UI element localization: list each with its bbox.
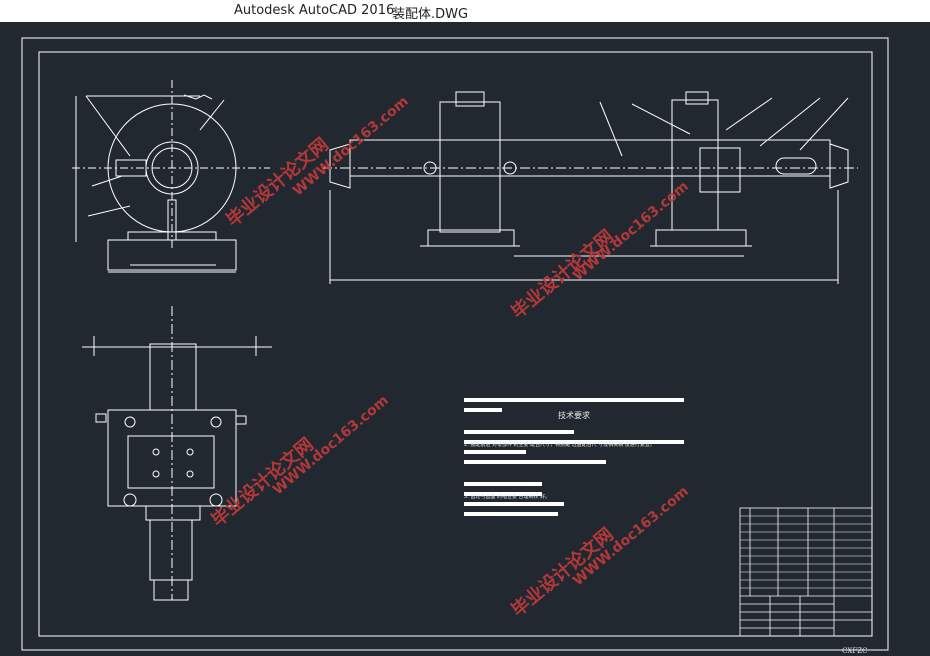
top-view — [82, 306, 272, 601]
title-block-code: CXFZC — [842, 647, 868, 655]
title-bar: Autodesk AutoCAD 2016 装配体.DWG — [0, 0, 930, 22]
inner-frame — [38, 51, 873, 637]
outer-frame — [21, 37, 889, 651]
front-view — [72, 80, 270, 273]
title-block-rows — [740, 515, 872, 589]
tech-requirements-title: 技术要求 — [558, 411, 590, 420]
file-name: 装配体.DWG — [392, 7, 469, 22]
tech-text-bars — [464, 398, 684, 516]
tech-note-2: 5. 齿轮与齿面 的啮合要 合理制校 好。 — [464, 494, 551, 500]
app-title: Autodesk AutoCAD 2016 — [234, 3, 395, 18]
side-view — [322, 91, 858, 284]
cad-drawing — [21, 37, 889, 651]
drawing-canvas[interactable]: 技术要求 2. 装配前后 对零部件 的主要 配合尺寸，特别是 过盈配合尺 寸及相… — [0, 22, 930, 656]
tech-note-1: 2. 装配前后 对零部件 的主要 配合尺寸，特别是 过盈配合尺 寸及相关精 度进… — [464, 442, 655, 448]
